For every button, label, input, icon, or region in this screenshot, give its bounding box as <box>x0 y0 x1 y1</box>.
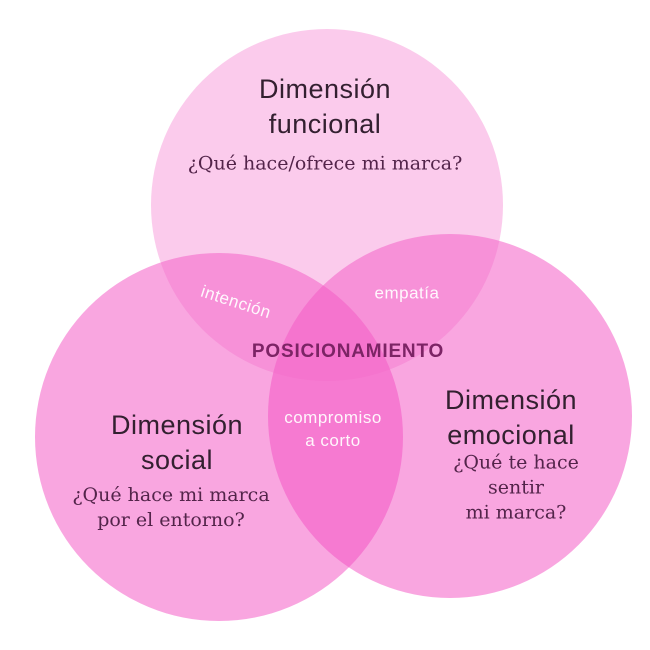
circle-funcional <box>151 29 503 381</box>
overlap-label-empatia: empatía <box>374 283 440 303</box>
circle-emocional <box>268 234 632 598</box>
funcional-circle-title: Dimensión funcional <box>258 74 392 139</box>
center-label-posicionamiento: POSICIONAMIENTO <box>251 341 445 362</box>
emocional-circle-question: ¿Qué te hace sentir mi marca? <box>453 451 579 524</box>
emocional-circle-title: Dimensión emocional <box>444 385 578 450</box>
overlap-label-compromiso: compromiso a corto <box>284 408 382 450</box>
funcional-circle-question: ¿Qué hace/ofrece mi marca? <box>187 152 463 175</box>
social-circle-question: ¿Qué hace mi marca por el entorno? <box>72 484 270 531</box>
social-circle-title: Dimensión social <box>110 410 244 475</box>
